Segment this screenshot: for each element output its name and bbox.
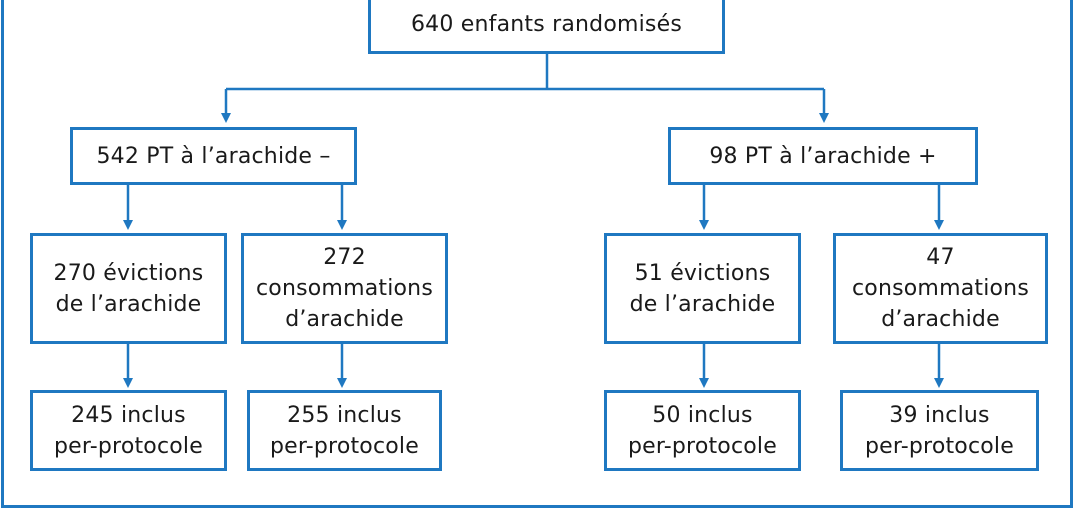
diagram-frame [1,0,1073,508]
node-right-eviction-pp-label: 50 inclus per-protocole [628,402,777,459]
node-right-consumption-pp: 39 inclus per-protocole [840,390,1039,471]
node-right-eviction-label: 51 évictions de l’arachide [629,260,776,317]
node-left-eviction-label: 270 évictions de l’arachide [53,260,204,317]
node-left-eviction: 270 évictions de l’arachide [30,233,227,344]
node-left-consumption: 272 consommations d’arachide [241,233,448,344]
node-right-eviction-pp: 50 inclus per-protocole [604,390,801,471]
node-right-consumption-label: 47 consommations d’arachide [852,245,1029,332]
node-branch-left: 542 PT à l’arachide – [70,127,357,185]
node-left-consumption-pp-label: 255 inclus per-protocole [270,402,419,459]
node-left-eviction-pp: 245 inclus per-protocole [30,390,227,471]
node-root-label: 640 enfants randomisés [410,11,682,37]
node-root: 640 enfants randomisés [368,0,725,54]
node-left-eviction-pp-label: 245 inclus per-protocole [54,402,203,459]
node-right-consumption: 47 consommations d’arachide [833,233,1048,344]
node-branch-left-label: 542 PT à l’arachide – [96,143,331,169]
node-left-consumption-pp: 255 inclus per-protocole [247,390,442,471]
node-right-consumption-pp-label: 39 inclus per-protocole [865,402,1014,459]
node-branch-right: 98 PT à l’arachide + [668,127,978,185]
node-right-eviction: 51 évictions de l’arachide [604,233,801,344]
node-left-consumption-label: 272 consommations d’arachide [256,245,433,332]
node-branch-right-label: 98 PT à l’arachide + [709,143,937,169]
